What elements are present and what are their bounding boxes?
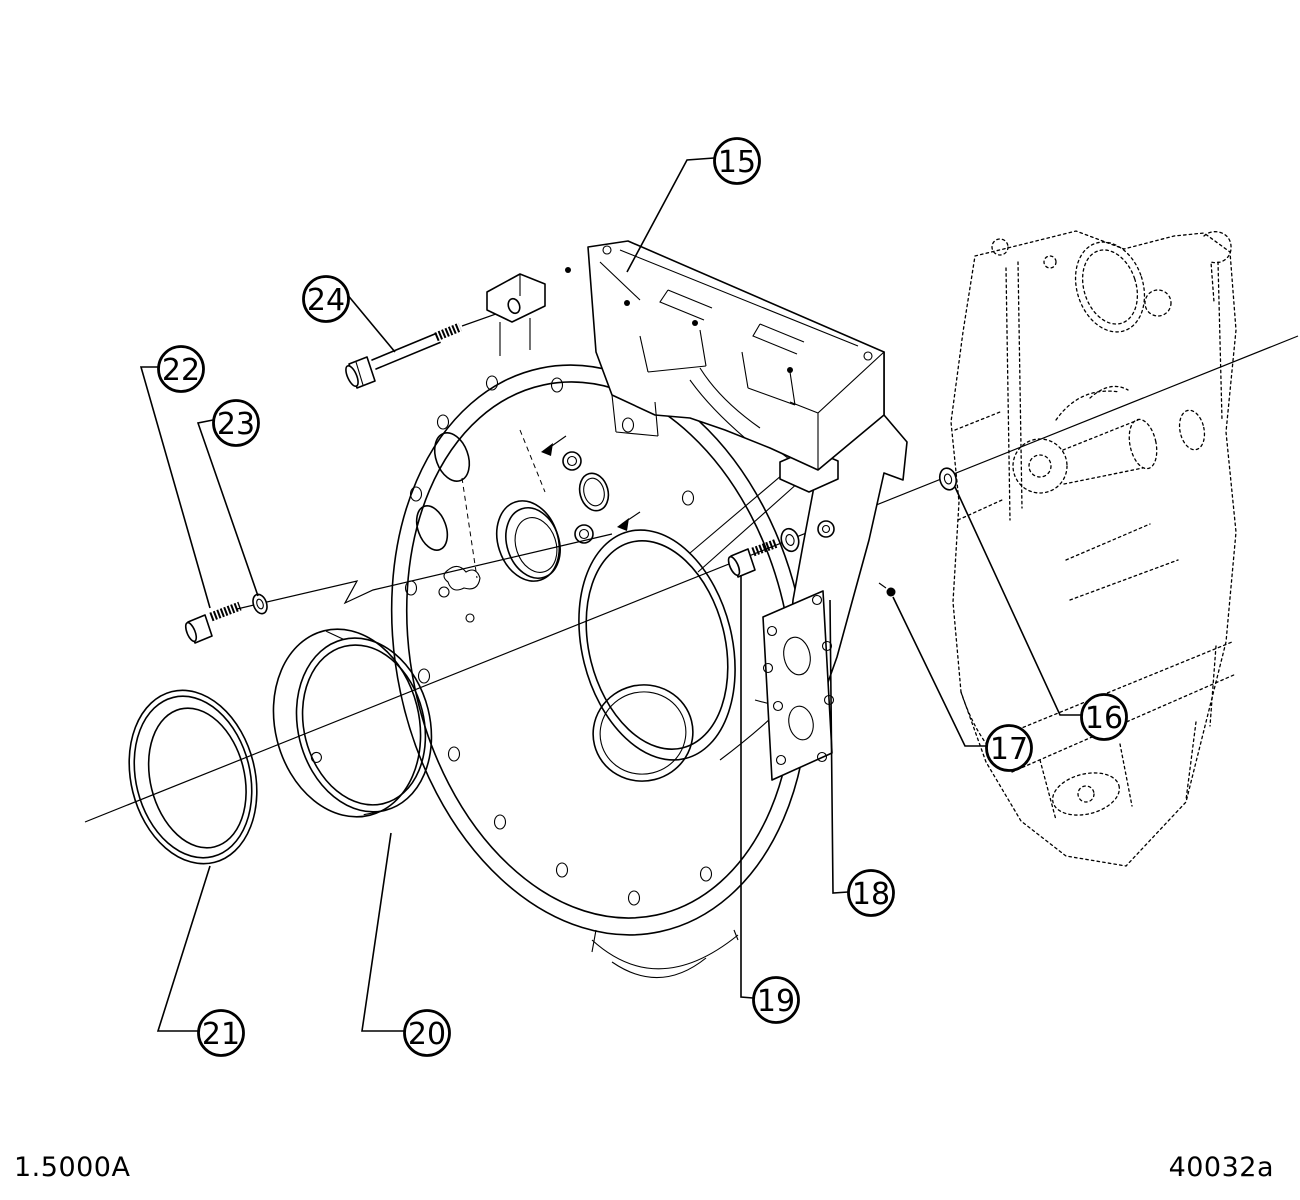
block-foot-boss: [1039, 743, 1133, 821]
callout-number-16: 16: [1085, 701, 1123, 736]
callout-balloon-20[interactable]: [403, 1009, 451, 1057]
callout-leader-20: [361, 832, 404, 1032]
flange-bolt-holes: [404, 375, 713, 906]
callouts-layer: 15 16 17 18 19 20 21 22 23 24: [139, 137, 1128, 1057]
callout-leader-18: [829, 599, 849, 894]
seal-ring-21: [128, 689, 258, 865]
callout-number-22: 22: [162, 353, 200, 388]
callout-number-19: 19: [757, 984, 795, 1019]
bolt-22: [184, 601, 242, 644]
washer-16: [938, 467, 958, 491]
wear-sleeve-20: [272, 628, 433, 818]
bolt-19: [727, 538, 779, 578]
bolt-24: [345, 322, 462, 389]
gasket-plate: [762, 590, 835, 781]
callout-leader-19: [740, 575, 754, 999]
callout-24[interactable]: 24: [302, 275, 396, 353]
callout-number-17: 17: [990, 732, 1028, 767]
callout-number-23: 23: [217, 407, 255, 442]
upper-axis-line: [236, 533, 613, 610]
washer-19: [780, 527, 800, 553]
housing-top-slab: [486, 240, 885, 471]
housing-bottom-foot: [591, 929, 739, 979]
main-axis-line: [84, 335, 1299, 823]
callout-balloon-22[interactable]: [157, 345, 205, 393]
set-screw-17: [878, 582, 896, 597]
callout-number-24: 24: [307, 283, 345, 318]
callout-16[interactable]: 16: [954, 486, 1128, 741]
callout-leader-16: [954, 486, 1081, 716]
figure-drawing-number: 40032a: [1168, 1152, 1274, 1183]
callout-21[interactable]: 21: [156, 865, 245, 1057]
callout-number-21: 21: [202, 1017, 240, 1052]
gasket-holes: [762, 594, 835, 766]
washer-23: [252, 593, 268, 615]
callout-balloon-21[interactable]: [197, 1009, 245, 1057]
callout-15[interactable]: 15: [626, 137, 761, 273]
phantom-lines: [461, 429, 546, 579]
callout-balloon-23[interactable]: [212, 399, 260, 447]
callout-leader-21: [156, 865, 211, 1032]
direction-arrows: [541, 435, 641, 531]
callout-23[interactable]: 23: [196, 399, 260, 597]
housing-web-cutouts: [415, 432, 481, 623]
callout-number-15: 15: [718, 145, 756, 180]
callout-balloon-17[interactable]: [985, 724, 1033, 772]
callout-balloon-16[interactable]: [1080, 693, 1128, 741]
block-pump-boss: [1012, 385, 1158, 494]
callout-20[interactable]: 20: [361, 832, 451, 1057]
callout-leader-22: [139, 366, 211, 609]
callout-22[interactable]: 22: [139, 345, 211, 609]
callout-leader-17: [892, 596, 986, 747]
callout-balloon-15[interactable]: [713, 137, 761, 185]
callout-leader-24: [345, 292, 396, 353]
callout-17[interactable]: 17: [892, 596, 1033, 772]
callout-leader-23: [196, 419, 259, 597]
callout-balloon-19[interactable]: [752, 976, 800, 1024]
housing-face-bosses: [562, 451, 610, 544]
callout-number-18: 18: [852, 877, 890, 912]
callout-18[interactable]: 18: [829, 599, 895, 917]
figure-section-code: 1.5000A: [14, 1152, 131, 1183]
bolt-boss-ear: [486, 273, 546, 356]
crankshaft-seal-bore: [495, 500, 561, 582]
engine-block-phantom: [950, 230, 1237, 867]
top-face-bolt-dots: [565, 267, 793, 373]
callout-balloon-18[interactable]: [847, 869, 895, 917]
callout-number-20: 20: [408, 1017, 446, 1052]
callout-balloon-24[interactable]: [302, 275, 350, 323]
callout-19[interactable]: 19: [740, 575, 800, 1024]
housing-lower-opening: [578, 529, 736, 782]
callout-leader-15: [626, 157, 715, 273]
block-top-bore: [991, 238, 1172, 333]
